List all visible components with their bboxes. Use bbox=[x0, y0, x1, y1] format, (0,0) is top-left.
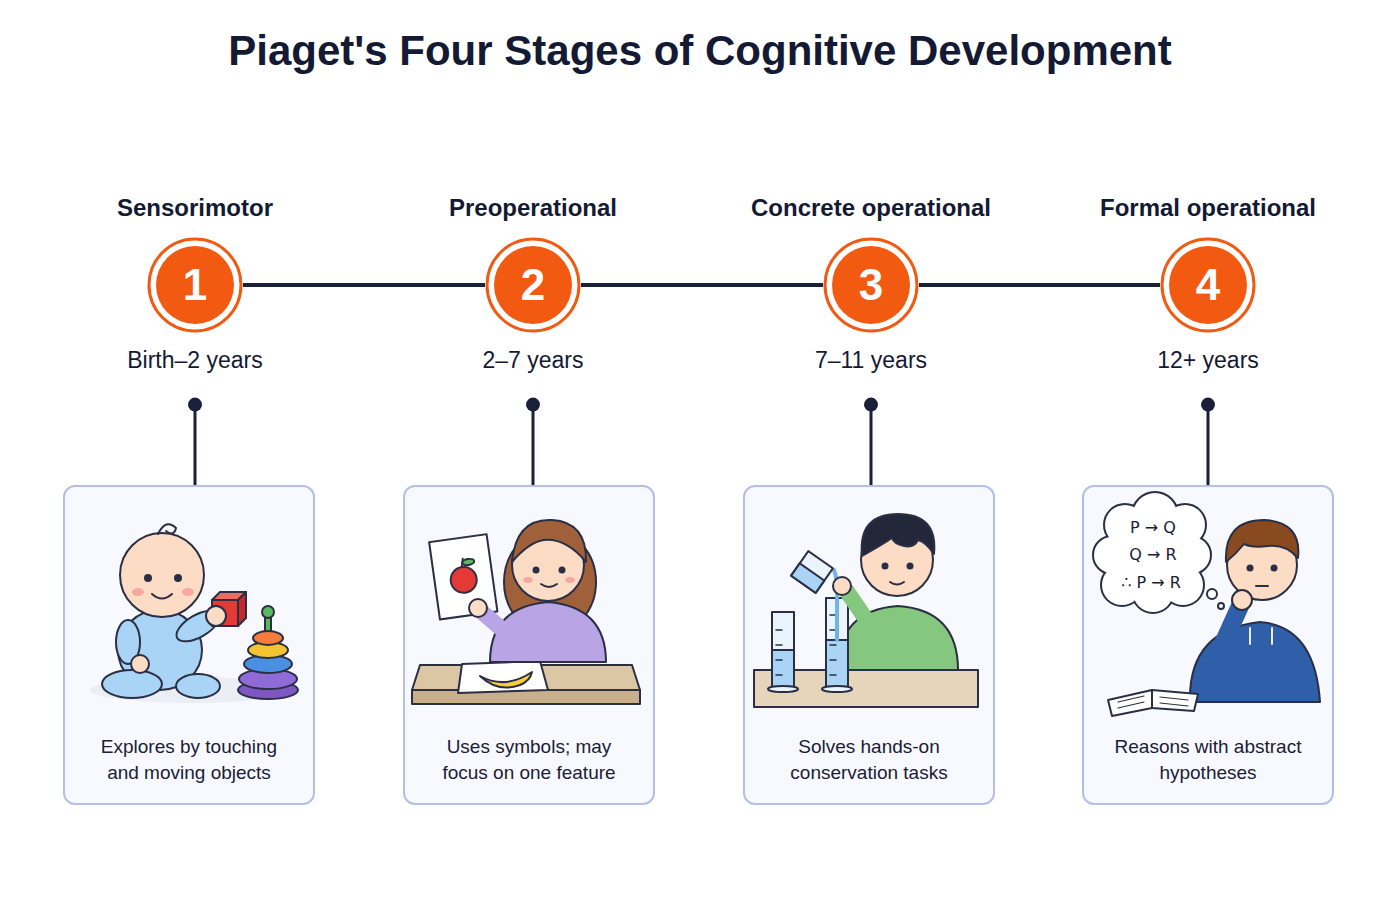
stage-card: Reasons with abstract hypotheses bbox=[1082, 485, 1334, 805]
logic-statement: Q → R bbox=[1129, 545, 1176, 564]
timeline-line bbox=[919, 283, 1160, 287]
logic-statement: P → Q bbox=[1130, 518, 1176, 537]
stage-name: Preoperational bbox=[449, 194, 617, 223]
stage-number: 1 bbox=[147, 237, 243, 333]
stage-number: 3 bbox=[823, 237, 919, 333]
age-range: 2–7 years bbox=[482, 347, 583, 375]
stage-caption: Reasons with abstract hypotheses bbox=[1084, 734, 1332, 786]
connector-dot bbox=[526, 398, 540, 412]
connector-dot bbox=[1201, 398, 1215, 412]
stage-caption: Solves hands-on conservation tasks bbox=[745, 734, 993, 786]
diagram-title: Piaget's Four Stages of Cognitive Develo… bbox=[0, 26, 1400, 76]
age-range: Birth–2 years bbox=[127, 347, 263, 375]
age-range: 7–11 years bbox=[815, 347, 927, 375]
stage-card: Solves hands-on conservation tasks bbox=[743, 485, 995, 805]
stage-card: Explores by touching and moving objects bbox=[63, 485, 315, 805]
connector-dot bbox=[188, 398, 202, 412]
stage-number: 4 bbox=[1160, 237, 1256, 333]
stage-name: Formal operational bbox=[1100, 194, 1316, 223]
stage-circle: Sensorimotor1Birth–2 years bbox=[147, 237, 243, 333]
connector-group bbox=[243, 285, 485, 286]
stage-circle: Formal operational412+ years bbox=[1160, 237, 1256, 333]
timeline-line bbox=[581, 283, 823, 287]
connector-group bbox=[919, 285, 1160, 286]
connector-dot bbox=[864, 398, 878, 412]
stage-caption: Uses symbols; may focus on one feature bbox=[405, 734, 653, 786]
stage-number: 2 bbox=[485, 237, 581, 333]
age-range: 12+ years bbox=[1157, 347, 1259, 375]
stage-card: Uses symbols; may focus on one feature bbox=[403, 485, 655, 805]
stage-name: Concrete operational bbox=[751, 194, 991, 223]
logic-statement: ∴ P → R bbox=[1121, 573, 1181, 592]
timeline-line bbox=[243, 283, 485, 287]
stage-name: Sensorimotor bbox=[117, 194, 273, 223]
stage-circle: Preoperational22–7 years bbox=[485, 237, 581, 333]
stage-caption: Explores by touching and moving objects bbox=[65, 734, 313, 786]
stage-circle: Concrete operational37–11 years bbox=[823, 237, 919, 333]
connector-group bbox=[581, 285, 823, 286]
